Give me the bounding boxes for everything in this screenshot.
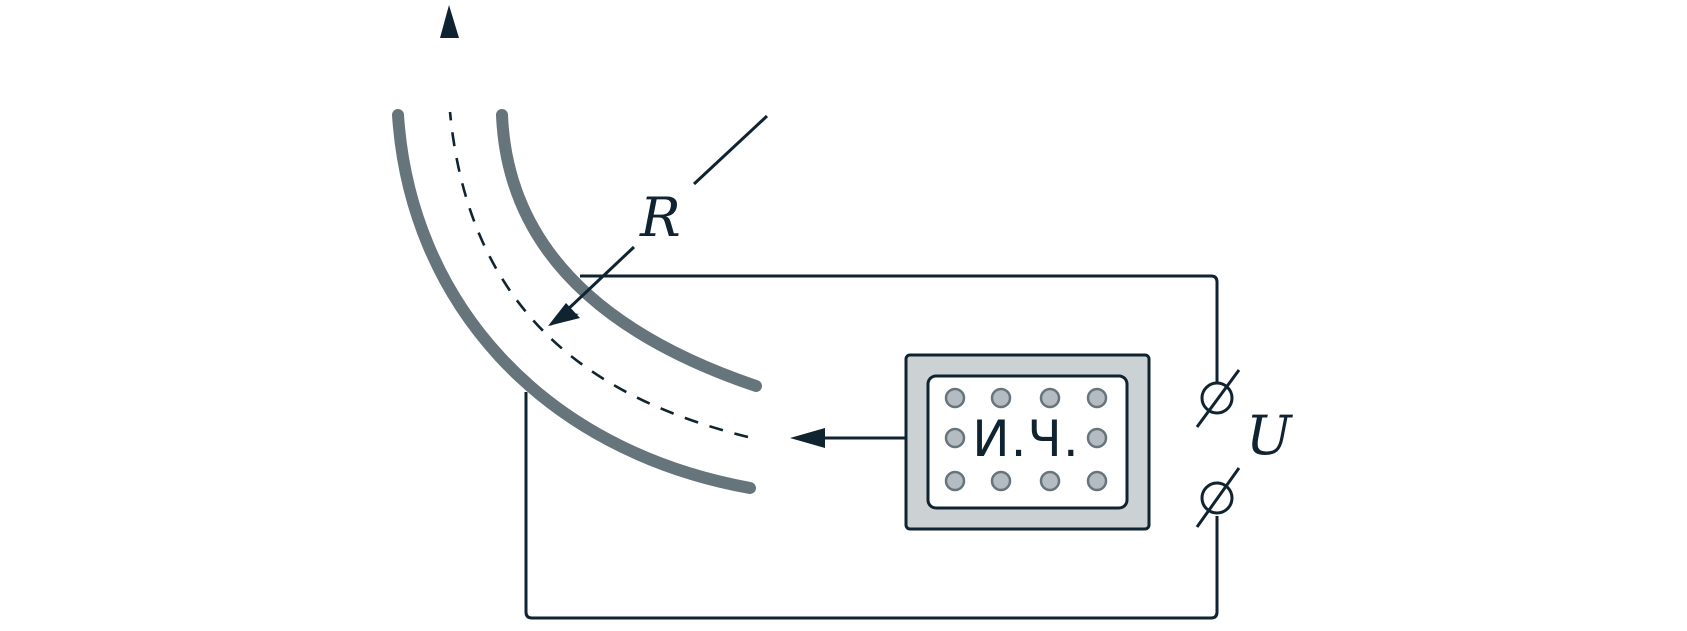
ion-source-dots: [944, 387, 1108, 492]
terminal-bottom: [1195, 467, 1241, 528]
voltage-label: U: [1246, 404, 1293, 467]
radius-line-upper: [692, 114, 769, 186]
inner-deflector-plate: [496, 109, 762, 392]
circuit-wire-bottom: [524, 392, 1219, 620]
outer-deflector-plate: [392, 109, 756, 494]
ion-beam-arrowhead: [790, 428, 825, 448]
ion-trajectory: [448, 111, 749, 439]
ion-source-label: И.Ч.: [972, 410, 1079, 468]
ion-source: И.Ч.: [904, 353, 1151, 531]
circuit-wire-top: [580, 274, 1219, 383]
ion-source-panel: [926, 374, 1129, 510]
radius-label: R: [639, 186, 681, 249]
radius-arrowhead-tip: [548, 303, 580, 326]
radius-line-lower: [563, 245, 636, 314]
trajectory-exit-arrowhead: [440, 5, 459, 38]
terminal-top: [1195, 369, 1241, 428]
